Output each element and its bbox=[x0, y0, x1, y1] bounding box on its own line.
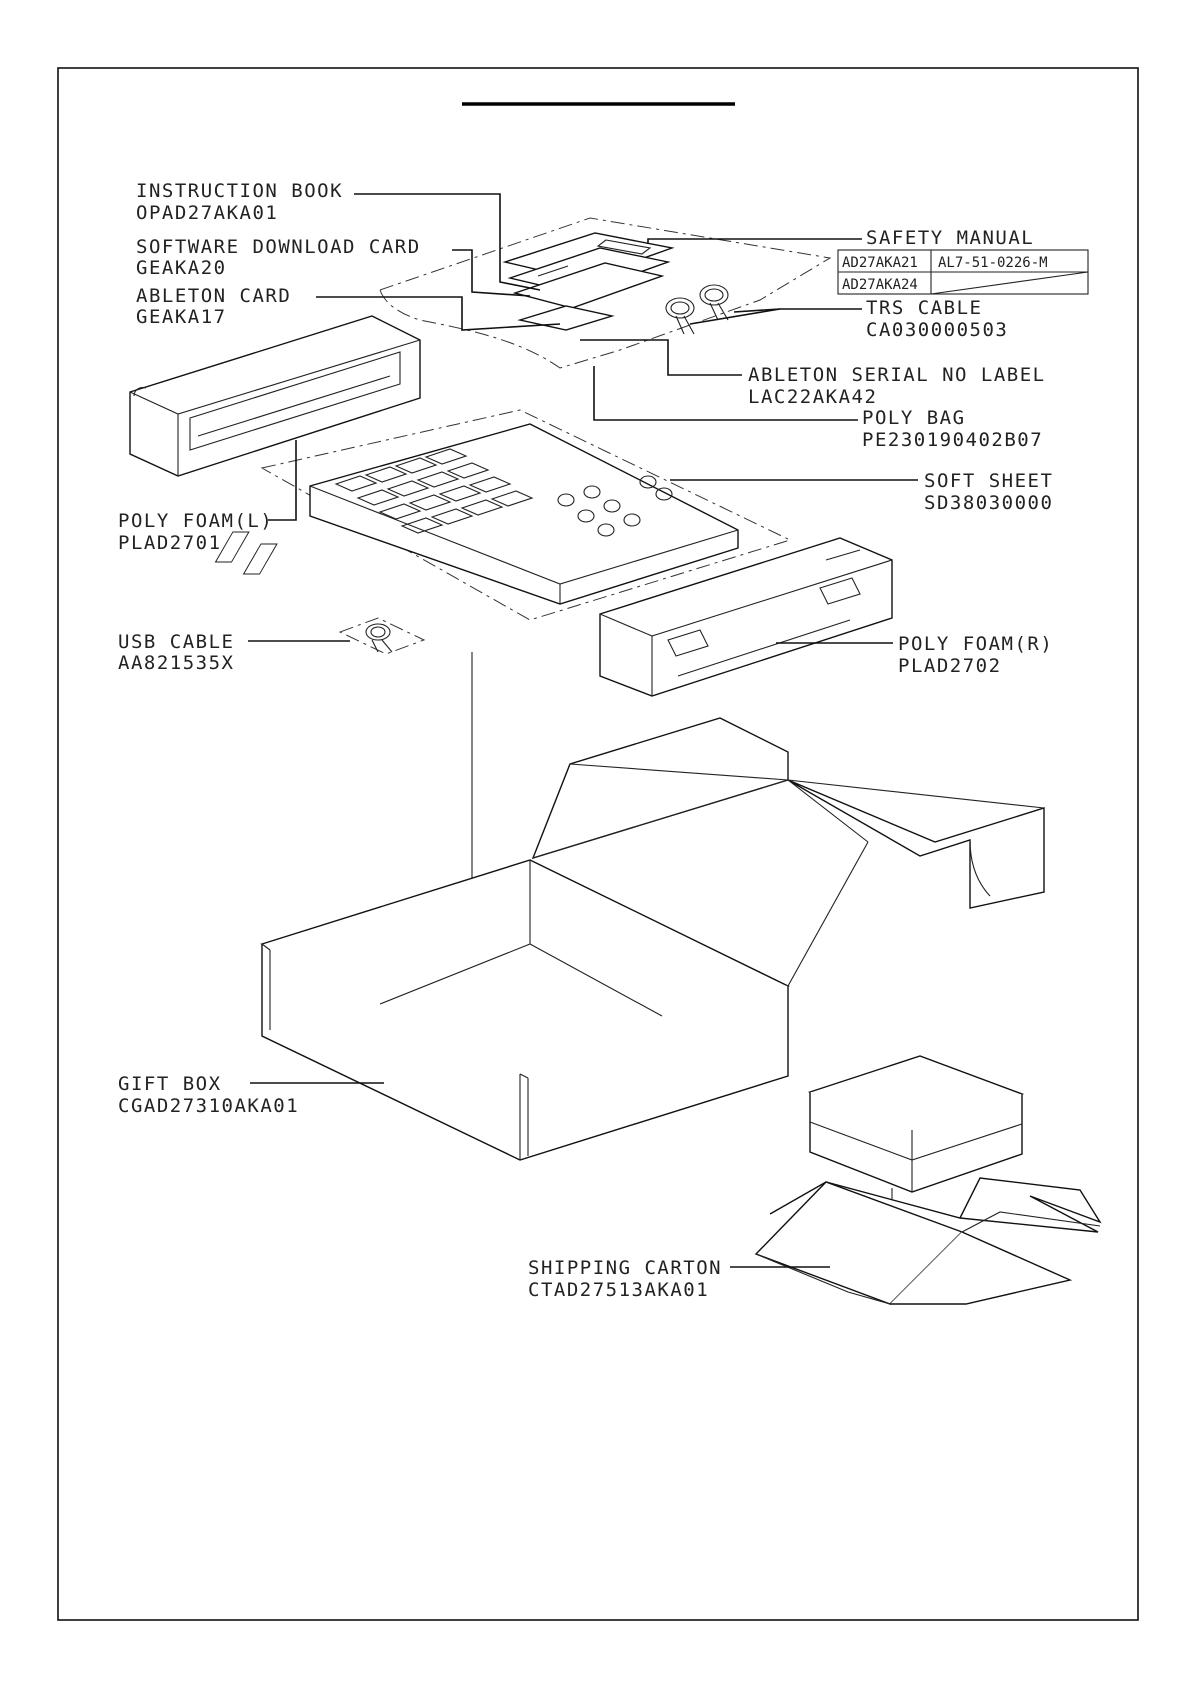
trs-cable-name: TRS CABLE bbox=[866, 297, 982, 319]
knob bbox=[623, 513, 641, 527]
ableton-serial-code: LAC22AKA42 bbox=[748, 386, 877, 408]
safety-manual-label: SAFETY MANUAL AD27AKA21 AL7-51-0226-M AD… bbox=[842, 227, 1048, 293]
ableton-card-code: GEAKA17 bbox=[136, 306, 227, 328]
soft-sheet-name: SOFT SHEET bbox=[924, 470, 1053, 492]
usb-cable-drawing bbox=[338, 617, 426, 655]
trs-cable-drawing bbox=[665, 284, 729, 335]
pad bbox=[446, 462, 490, 479]
documents-stack-drawing bbox=[502, 232, 675, 331]
pad bbox=[334, 475, 378, 492]
gift-box-code: CGAD27310AKA01 bbox=[118, 1095, 299, 1117]
pad bbox=[424, 448, 468, 465]
poly-foam-r-label: POLY FOAM(R) PLAD2702 bbox=[898, 633, 1053, 677]
software-card-label: SOFTWARE DOWNLOAD CARD GEAKA20 bbox=[136, 236, 421, 279]
pad bbox=[460, 499, 504, 516]
shipping-carton-name: SHIPPING CARTON bbox=[528, 1257, 722, 1279]
knob bbox=[639, 475, 657, 489]
poly-foam-r-drawing bbox=[599, 537, 893, 697]
poly-foam-l-name: POLY FOAM(L) bbox=[118, 510, 273, 532]
pad bbox=[356, 489, 400, 506]
poly-foam-l-label: POLY FOAM(L) PLAD2701 bbox=[118, 510, 273, 554]
trs-cable-code: CA030000503 bbox=[866, 319, 1008, 341]
ableton-serial-name: ABLETON SERIAL NO LABEL bbox=[748, 364, 1046, 386]
shipping-carton-drawing bbox=[754, 1055, 1102, 1305]
pad bbox=[364, 466, 408, 483]
pad bbox=[490, 490, 534, 507]
usb-cable-code: AA821535X bbox=[118, 652, 234, 674]
software-card-code: GEAKA20 bbox=[136, 257, 227, 279]
shipping-carton-code: CTAD27513AKA01 bbox=[528, 1279, 709, 1301]
knob bbox=[583, 485, 601, 499]
gift-box-label: GIFT BOX CGAD27310AKA01 bbox=[118, 1073, 299, 1117]
poly-foam-r-code: PLAD2702 bbox=[898, 655, 1002, 677]
pad-grid bbox=[334, 448, 534, 534]
poly-foam-l-code: PLAD2701 bbox=[118, 532, 222, 554]
trs-cable-label: TRS CABLE CA030000503 bbox=[866, 297, 1008, 341]
poly-bag-drawing bbox=[379, 217, 832, 369]
controller-unit-drawing bbox=[214, 423, 739, 605]
pad bbox=[386, 480, 430, 497]
knob bbox=[557, 493, 575, 507]
safety-table-code-1: AL7-51-0226-M bbox=[938, 255, 1048, 271]
ableton-card-name: ABLETON CARD bbox=[136, 285, 291, 307]
pad bbox=[430, 508, 474, 525]
safety-table-model-1: AD27AKA21 bbox=[842, 255, 918, 271]
software-card-name: SOFTWARE DOWNLOAD CARD bbox=[136, 236, 421, 258]
pad bbox=[408, 494, 452, 511]
knob bbox=[655, 487, 673, 501]
knob-group bbox=[557, 475, 673, 537]
poly-bag-label: POLY BAG PE230190402B07 bbox=[862, 407, 1043, 451]
instruction-book-label: INSTRUCTION BOOK OPAD27AKA01 bbox=[136, 180, 343, 224]
pad bbox=[378, 503, 422, 520]
poly-foam-r-name: POLY FOAM(R) bbox=[898, 633, 1053, 655]
knob bbox=[577, 509, 595, 523]
poly-foam-l-drawing bbox=[129, 315, 421, 477]
soft-sheet-label: SOFT SHEET SD38030000 bbox=[924, 470, 1053, 514]
poly-bag-code: PE230190402B07 bbox=[862, 429, 1043, 451]
gift-box-name: GIFT BOX bbox=[118, 1073, 222, 1095]
pad bbox=[416, 471, 460, 488]
ableton-serial-label-label: ABLETON SERIAL NO LABEL LAC22AKA42 bbox=[748, 364, 1046, 408]
knob bbox=[597, 523, 615, 537]
pad bbox=[468, 476, 512, 493]
safety-table-model-2: AD27AKA24 bbox=[842, 277, 918, 293]
poly-bag-name: POLY BAG bbox=[862, 407, 966, 429]
instruction-book-code: OPAD27AKA01 bbox=[136, 202, 278, 224]
pad bbox=[400, 517, 444, 534]
ableton-card-label: ABLETON CARD GEAKA17 bbox=[136, 285, 291, 328]
pad bbox=[394, 457, 438, 474]
gift-box-drawing bbox=[260, 717, 1045, 1161]
instruction-book-name: INSTRUCTION BOOK bbox=[136, 180, 343, 202]
soft-sheet-code: SD38030000 bbox=[924, 492, 1053, 514]
usb-cable-label: USB CABLE AA821535X bbox=[118, 631, 234, 674]
leader-lines bbox=[248, 193, 918, 1268]
shipping-carton-label: SHIPPING CARTON CTAD27513AKA01 bbox=[528, 1257, 722, 1301]
drawing-border bbox=[57, 67, 1139, 1621]
pad bbox=[438, 485, 482, 502]
knob bbox=[603, 499, 621, 513]
soft-sheet-drawing bbox=[260, 409, 792, 621]
safety-manual-table bbox=[837, 249, 1089, 295]
usb-cable-name: USB CABLE bbox=[118, 631, 234, 653]
safety-manual-name: SAFETY MANUAL bbox=[866, 227, 1034, 249]
